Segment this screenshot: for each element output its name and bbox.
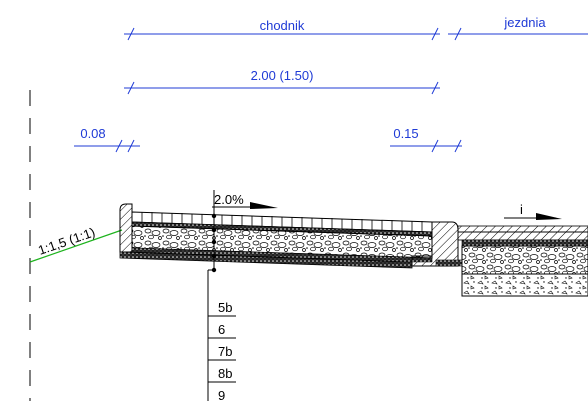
roadway-structure <box>457 225 588 297</box>
dimension-width <box>124 81 440 95</box>
roadway-label: jezdnia <box>503 15 546 30</box>
embankment-ratio-label: 1:1,5 (1:1) <box>36 224 97 257</box>
layer-label: 9 <box>218 388 225 401</box>
layer-label: 8b <box>218 366 232 381</box>
layer-label: 7b <box>218 344 232 359</box>
embankment-slope-line <box>29 229 123 263</box>
dimension-left-offset <box>74 139 140 153</box>
right-offset-label: 0.15 <box>393 126 418 141</box>
layer-dots <box>211 213 217 273</box>
dimension-right-offset <box>390 139 462 153</box>
sidewalk-slope-arrow <box>212 202 278 209</box>
layer-label: 6 <box>218 322 225 337</box>
dimension-roadway <box>448 27 588 41</box>
layer-label: 5b <box>218 300 232 315</box>
dimension-sidewalk <box>124 27 440 41</box>
left-offset-label: 0.08 <box>80 126 105 141</box>
sidewalk-slope-label: 2.0% <box>214 192 244 207</box>
sidewalk-label: chodnik <box>260 18 305 33</box>
roadway-slope-label: i <box>520 202 523 217</box>
sidewalk-structure <box>119 203 433 269</box>
width-label: 2.00 (1.50) <box>251 68 314 83</box>
roadway-slope-arrow <box>504 213 562 220</box>
layer-ticks <box>208 315 236 383</box>
